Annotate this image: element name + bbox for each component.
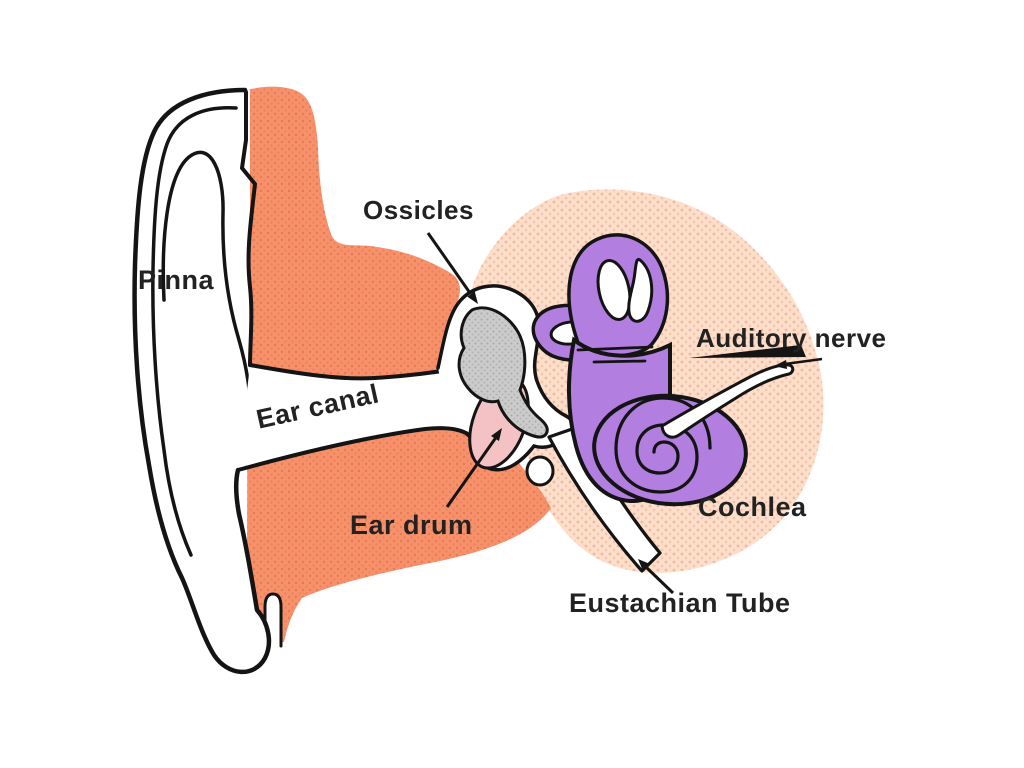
vestibule-detail-lines xyxy=(576,345,654,364)
ossicles-shape xyxy=(457,306,549,439)
ossicles-arrow xyxy=(426,232,478,304)
label-ossicles: Ossicles xyxy=(363,195,474,225)
superior-canal-hole xyxy=(596,258,632,322)
label-cochlea: Cochlea xyxy=(698,492,807,522)
label-pinna: Pinna xyxy=(138,265,215,295)
label-auditory-nerve: Auditory nerve xyxy=(696,323,887,353)
antihelix-ridge-line xyxy=(161,150,252,414)
auditory-nerve-shape xyxy=(660,363,795,439)
ear-drum-arrow xyxy=(445,428,502,508)
ear-canal-shape xyxy=(238,365,472,470)
helix-ridge-line xyxy=(151,106,238,557)
middle-ear-outline xyxy=(436,284,576,472)
inner-ear-group xyxy=(531,233,748,507)
label-arrows xyxy=(426,232,823,595)
pinna-shape xyxy=(134,90,269,672)
eustachian-tube-arrow xyxy=(638,559,675,595)
pinna-right-edge-outline xyxy=(239,90,258,367)
ear-canal-top-outline xyxy=(248,363,454,381)
pinna-outline xyxy=(132,87,272,675)
round-window-shape xyxy=(525,455,555,487)
label-ear-drum: Ear drum xyxy=(350,510,473,540)
posterior-canal-shape xyxy=(627,257,654,323)
label-eustachian-tube: Eustachian Tube xyxy=(569,588,791,618)
auditory-nerve-arrow xyxy=(689,345,823,369)
cochlea-shape xyxy=(592,393,748,507)
head-tissue-shape xyxy=(247,86,551,642)
